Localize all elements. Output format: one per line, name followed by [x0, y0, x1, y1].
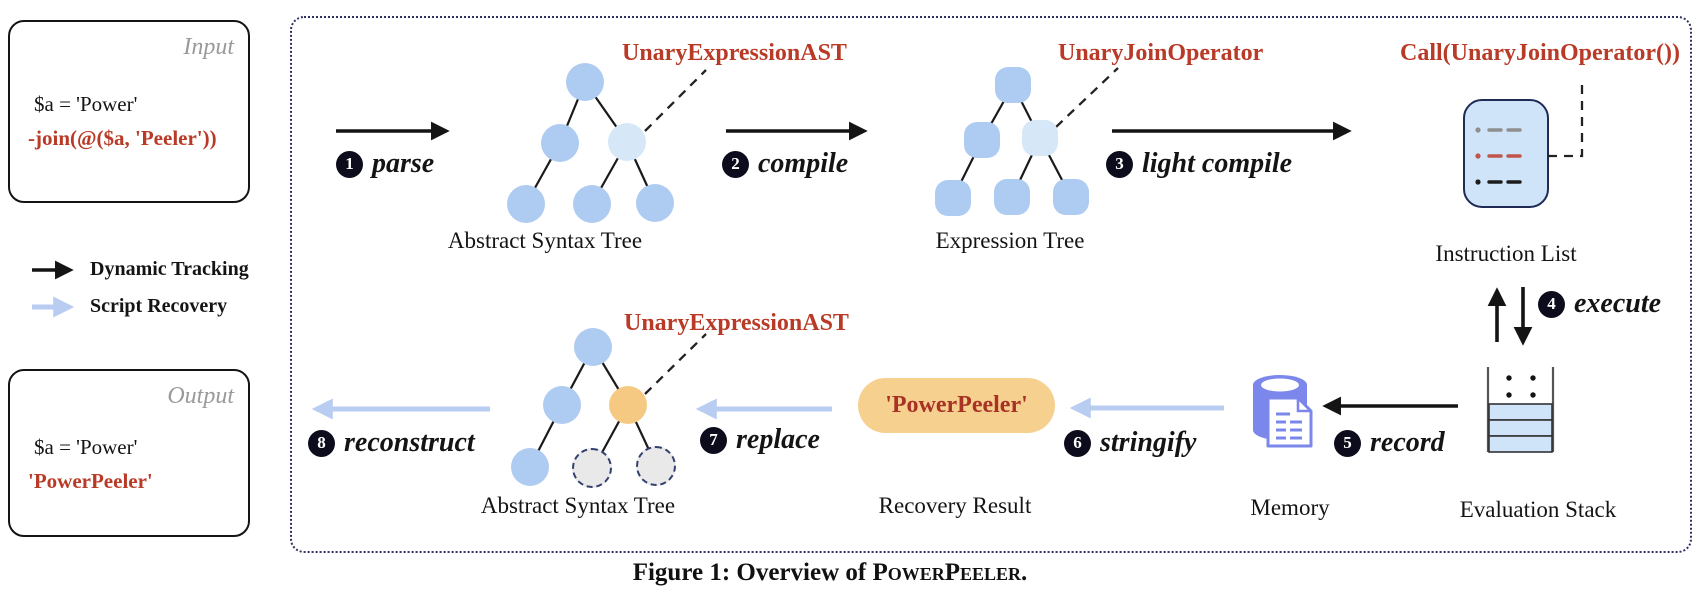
- pipeline-box: [290, 16, 1692, 553]
- step-replace: 7 replace: [700, 424, 820, 456]
- annotation-unary-join-operator: UnaryJoinOperator: [1058, 40, 1264, 66]
- step-execute: 4 execute: [1538, 288, 1661, 320]
- step-8-badge: 8: [308, 429, 335, 457]
- output-title: Output: [167, 383, 234, 409]
- expr-node-left: [964, 122, 1000, 158]
- expr-node-leaf: [994, 179, 1030, 215]
- ast-bottom-callout-line: [644, 333, 707, 395]
- annotation-unary-expression-ast-top: UnaryExpressionAST: [622, 40, 847, 66]
- step-parse: 1 parse: [336, 148, 434, 180]
- ast-bottom-node-left: [543, 386, 581, 424]
- label-instruction-list: Instruction List: [1435, 241, 1577, 266]
- label-abstract-syntax-tree-bottom: Abstract Syntax Tree: [480, 493, 676, 518]
- ast-top-node-left: [541, 124, 579, 162]
- ast-bottom-node-removed: [636, 446, 676, 486]
- step-6-badge: 6: [1064, 429, 1091, 457]
- ast-top-callout-line: [644, 69, 707, 132]
- legend-dynamic-tracking-label: Dynamic Tracking: [90, 258, 249, 280]
- expr-node-root: [995, 67, 1031, 103]
- ast-top-node-leaf: [507, 185, 545, 223]
- ast-bottom-node-replaced: [609, 386, 647, 424]
- label-recovery-result: Recovery Result: [878, 493, 1032, 518]
- label-expression-tree: Expression Tree: [935, 228, 1085, 253]
- label-memory: Memory: [1250, 495, 1330, 520]
- step-3-badge: 3: [1106, 150, 1133, 178]
- legend-script-recovery-label: Script Recovery: [90, 295, 228, 317]
- label-evaluation-stack: Evaluation Stack: [1459, 497, 1617, 522]
- recovery-result-pill: 'PowerPeeler': [858, 378, 1055, 433]
- ast-top-node-unary: [608, 123, 646, 161]
- ast-top-node-leaf: [636, 184, 674, 222]
- instruction-list-icon: [1463, 99, 1549, 208]
- output-box: Output $a = 'Power' 'PowerPeeler': [8, 369, 250, 537]
- figure-caption: Figure 1: Overview of PowerPeeler.: [632, 559, 1028, 586]
- step-4-badge: 4: [1538, 290, 1565, 318]
- execute-arrows: [1487, 287, 1533, 346]
- memory-icon: [1253, 375, 1313, 448]
- ast-bottom-node-removed: [572, 448, 612, 488]
- expr-node-unary: [1022, 120, 1058, 156]
- ast-bottom-node-leaf: [511, 448, 549, 486]
- step-5-badge: 5: [1334, 429, 1361, 457]
- step-stringify: 6 stringify: [1064, 427, 1196, 459]
- expr-node-leaf: [935, 180, 971, 216]
- expr-node-leaf: [1053, 179, 1089, 215]
- annotation-unary-expression-ast-bottom: UnaryExpressionAST: [624, 310, 849, 336]
- input-box: Input $a = 'Power' -join(@($a, 'Peeler')…: [8, 20, 250, 203]
- ast-bottom-node-root: [574, 328, 612, 366]
- input-code-line: $a = 'Power': [34, 92, 138, 116]
- annotation-call-unary-join-operator: Call(UnaryJoinOperator()): [1400, 40, 1680, 66]
- step-reconstruct: 8 reconstruct: [308, 427, 475, 459]
- input-code-line-obfuscated: -join(@($a, 'Peeler')): [28, 126, 217, 150]
- input-title: Input: [183, 34, 234, 60]
- step-2-badge: 2: [722, 150, 749, 178]
- step-7-badge: 7: [700, 426, 727, 454]
- ast-top-node-root: [566, 63, 604, 101]
- step-light-compile: 3 light compile: [1106, 148, 1292, 180]
- output-code-line-recovered: 'PowerPeeler': [28, 469, 153, 493]
- output-code-line: $a = 'Power': [34, 435, 138, 459]
- step-compile: 2 compile: [722, 148, 848, 180]
- expression-tree-callout-line: [1055, 67, 1119, 128]
- step-1-badge: 1: [336, 150, 363, 178]
- step-record: 5 record: [1334, 427, 1445, 459]
- label-abstract-syntax-tree-top: Abstract Syntax Tree: [447, 228, 643, 253]
- caption-system-name: PowerPeeler: [872, 559, 1022, 586]
- ast-top-node-leaf: [573, 185, 611, 223]
- evaluation-stack-icon: [1486, 367, 1555, 453]
- instruction-callout-line: [1548, 84, 1584, 158]
